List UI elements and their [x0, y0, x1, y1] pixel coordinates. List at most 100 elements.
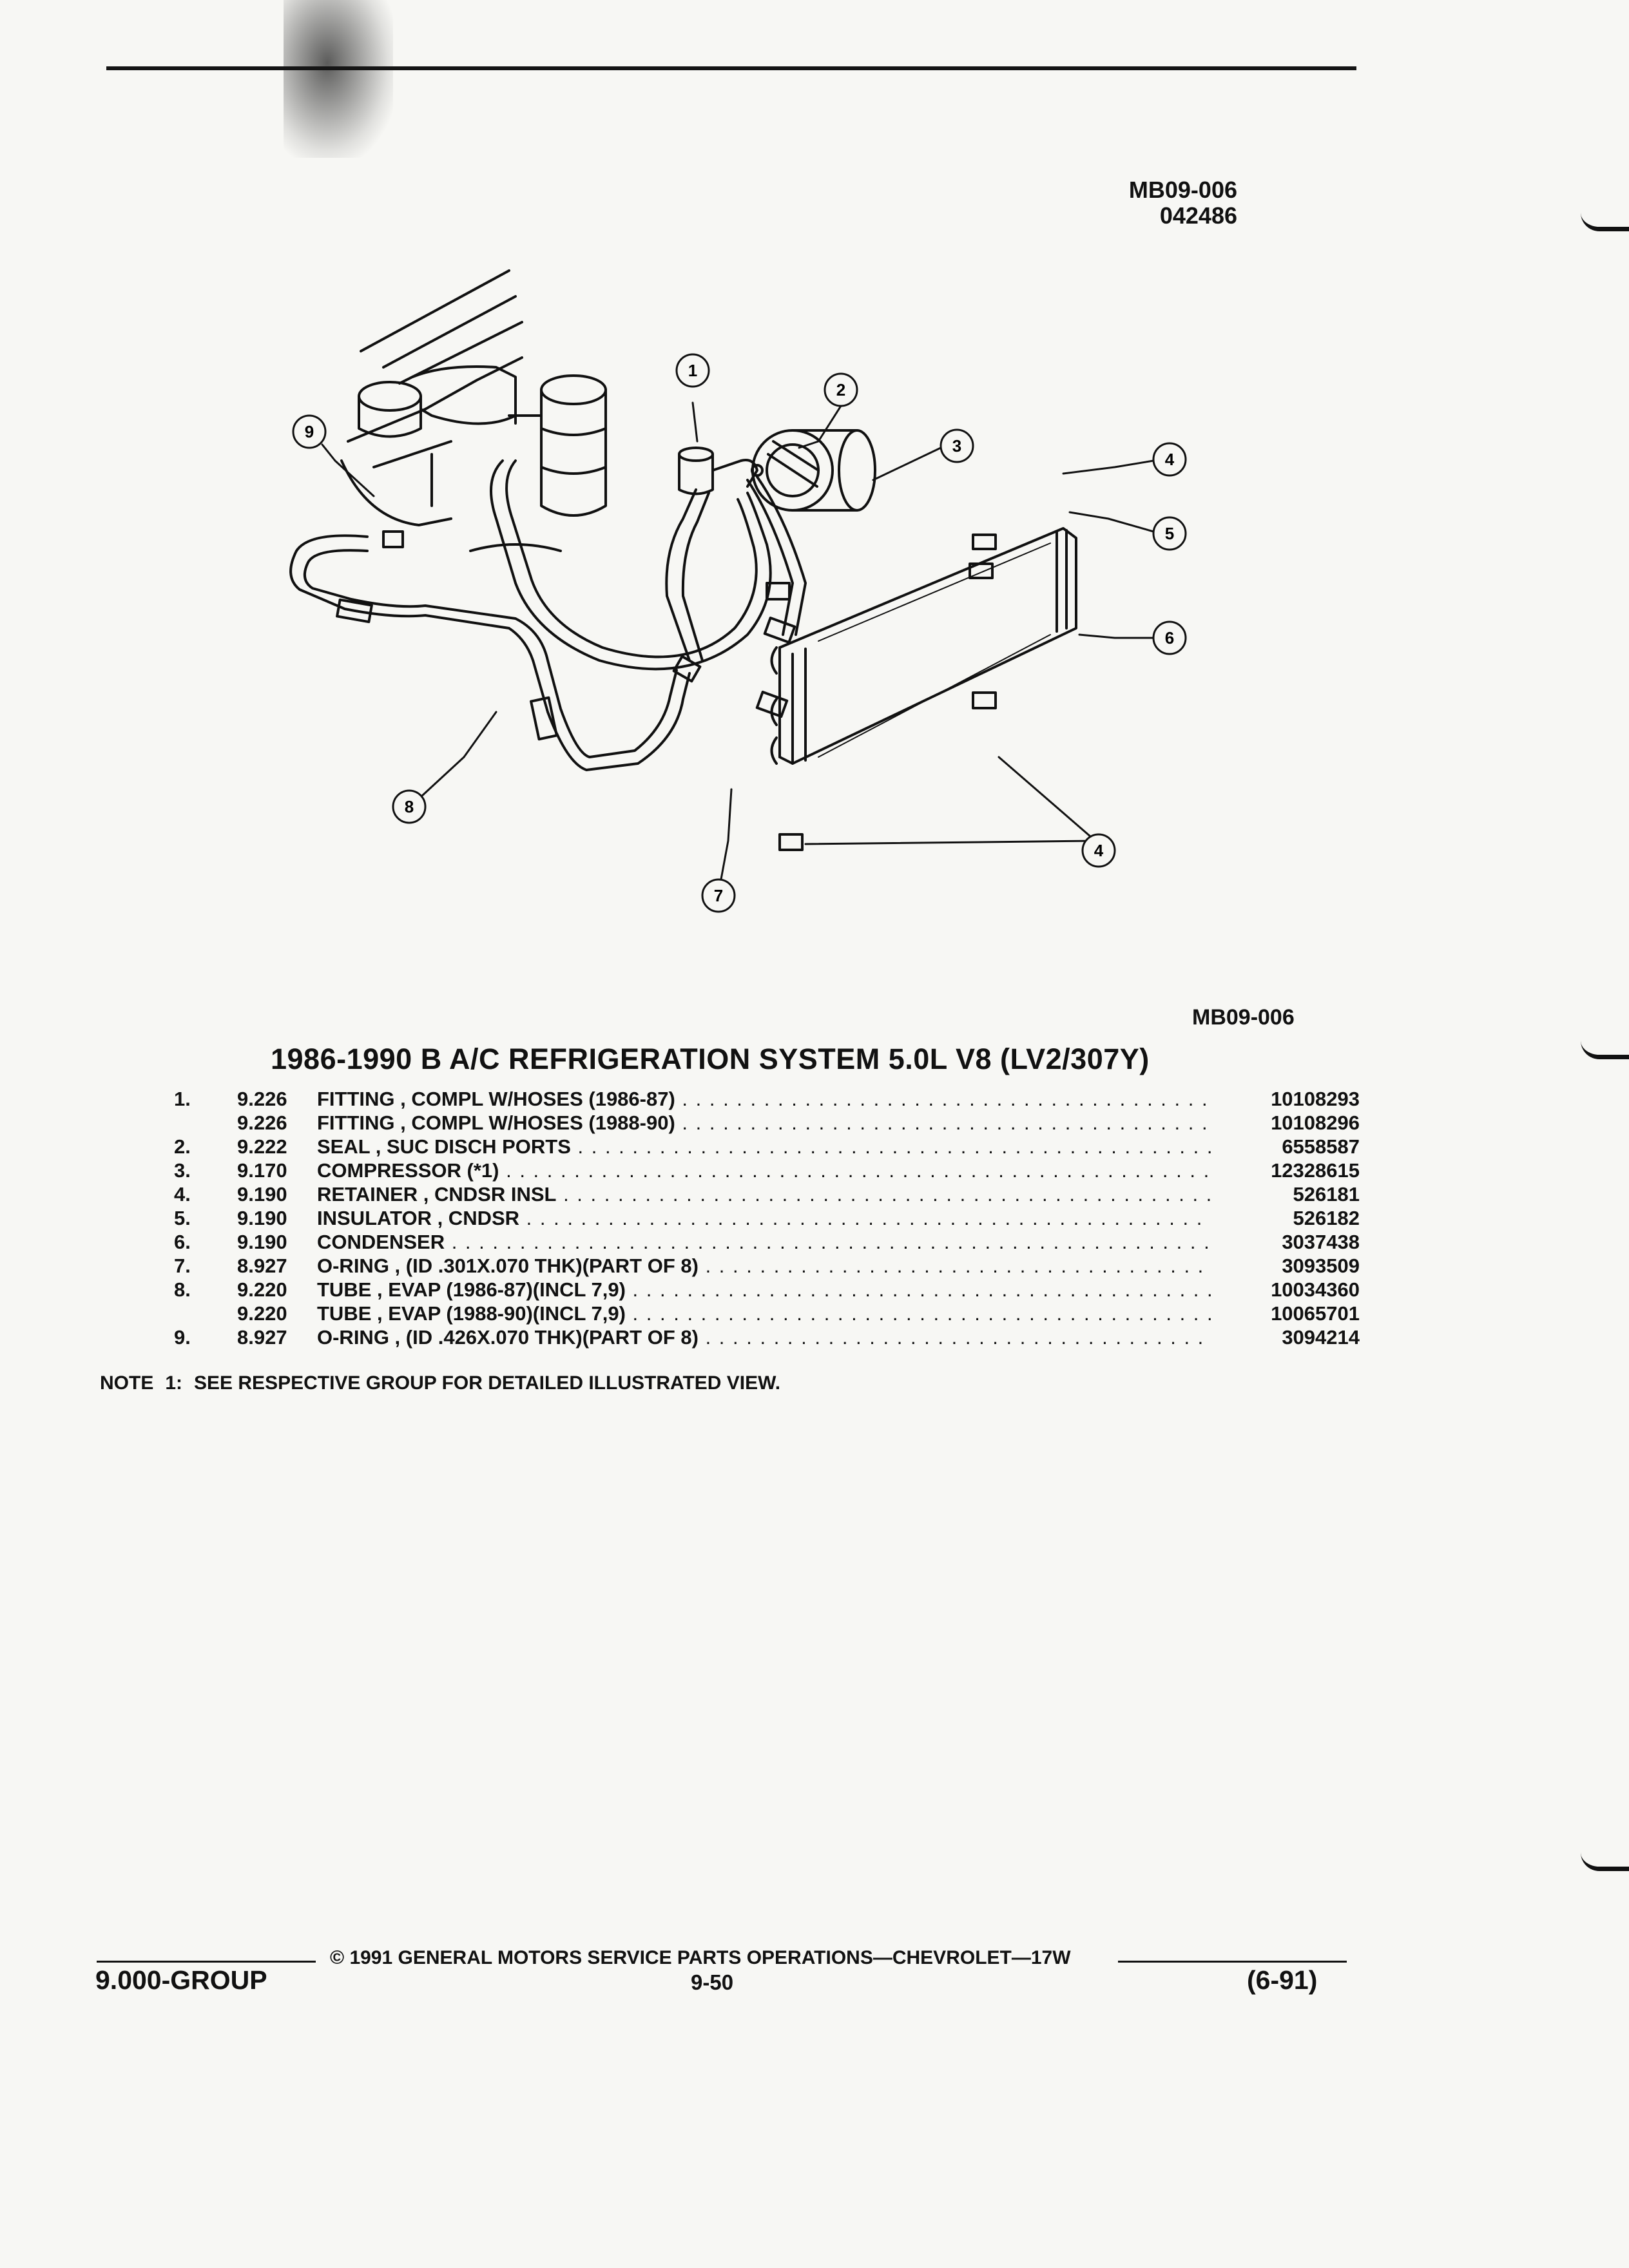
item-number: 9.: [174, 1326, 191, 1349]
binder-hole-mark: [1581, 1852, 1629, 1871]
part-description: TUBE , EVAP (1988-90)(INCL 7,9): [317, 1302, 1309, 1325]
group-number: 9.220: [237, 1302, 287, 1325]
item-number: 2.: [174, 1135, 191, 1158]
binder-hole-mark: [1581, 213, 1629, 231]
section-title: 1986-1990 B A/C REFRIGERATION SYSTEM 5.0…: [271, 1043, 1150, 1075]
part-number: 10034360: [1211, 1278, 1360, 1302]
part-description: FITTING , COMPL W/HOSES (1988-90): [317, 1111, 1309, 1135]
item-number: 1.: [174, 1088, 191, 1110]
part-description: COMPRESSOR (*1): [317, 1159, 1309, 1182]
group-number: 9.226: [237, 1111, 287, 1134]
callout-4-label: 4: [1165, 450, 1175, 469]
condenser: [766, 527, 1077, 851]
note-text: SEE RESPECTIVE GROUP FOR DETAILED ILLUST…: [194, 1372, 781, 1394]
callout-8-label: 8: [405, 797, 414, 816]
callout-4-label: 4: [1094, 841, 1104, 860]
part-number: 3037438: [1211, 1231, 1360, 1254]
callout-9: 9: [292, 414, 327, 449]
ac-system-diagram: 1 2 3 4 5 6 4 7 8 9: [289, 269, 1187, 913]
revision-date: (6-91): [1247, 1965, 1318, 1995]
callout-8: 8: [392, 789, 427, 824]
callout-3-label: 3: [952, 436, 961, 456]
callout-leaders: [321, 401, 1155, 884]
scan-smudge: [284, 0, 393, 158]
callout-6-label: 6: [1165, 628, 1174, 648]
header-code: MB09-006: [1128, 177, 1237, 203]
part-description: INSULATOR , CNDSR: [317, 1207, 1309, 1230]
list-item: 8. 9.220 TUBE , EVAP (1986-87)(INCL 7,9)…: [174, 1278, 1360, 1302]
evap-tube: [289, 530, 702, 771]
list-item: 6. 9.190 CONDENSER 3037438: [174, 1231, 1360, 1254]
part-number: 3093509: [1211, 1254, 1360, 1278]
part-number: 10108296: [1211, 1111, 1360, 1135]
list-item: 4. 9.190 RETAINER , CNDSR INSL 526181: [174, 1183, 1360, 1207]
part-description: FITTING , COMPL W/HOSES (1986-87): [317, 1088, 1309, 1111]
top-rule: [106, 66, 1356, 70]
list-item: 1. 9.226 FITTING , COMPL W/HOSES (1986-8…: [174, 1088, 1360, 1111]
footer-copyright: © 1991 GENERAL MOTORS SERVICE PARTS OPER…: [330, 1947, 1071, 1968]
engine-bay-outline: [340, 269, 562, 552]
parts-list: 1. 9.226 FITTING , COMPL W/HOSES (1986-8…: [174, 1088, 1360, 1350]
callout-3: 3: [940, 428, 974, 463]
part-number: 526182: [1211, 1207, 1360, 1230]
part-description: SEAL , SUC DISCH PORTS: [317, 1135, 1309, 1158]
callout-4-bottom: 4: [1081, 833, 1116, 868]
callout-7: 7: [701, 878, 736, 913]
part-description: O-RING , (ID .301X.070 THK)(PART OF 8): [317, 1254, 1309, 1278]
part-number: 12328615: [1211, 1159, 1360, 1182]
compressor-fitting: [665, 447, 807, 718]
footer-rule: [97, 1961, 316, 1963]
note-label: NOTE: [100, 1372, 154, 1394]
accumulator: [508, 374, 607, 517]
callout-1-label: 1: [688, 361, 697, 380]
callout-2-label: 2: [836, 380, 845, 399]
header-date-code: 042486: [1159, 202, 1237, 229]
page-number: 9-50: [691, 1970, 734, 1994]
list-item: 2. 9.222 SEAL , SUC DISCH PORTS 6558587: [174, 1135, 1360, 1159]
item-number: 5.: [174, 1207, 191, 1229]
item-number: 6.: [174, 1231, 191, 1253]
item-number: 7.: [174, 1254, 191, 1277]
item-number: 3.: [174, 1159, 191, 1182]
item-number: 8.: [174, 1278, 191, 1301]
group-number: 8.927: [237, 1326, 287, 1349]
list-item: 7. 8.927 O-RING , (ID .301X.070 THK)(PAR…: [174, 1254, 1360, 1278]
list-item: 5. 9.190 INSULATOR , CNDSR 526182: [174, 1207, 1360, 1231]
group-number: 9.222: [237, 1135, 287, 1158]
part-number: 526181: [1211, 1183, 1360, 1206]
part-description: TUBE , EVAP (1986-87)(INCL 7,9): [317, 1278, 1309, 1302]
callout-4-top: 4: [1152, 442, 1187, 477]
group-number: 9.220: [237, 1278, 287, 1301]
footer-rule: [1118, 1961, 1347, 1963]
note-number: 1:: [165, 1372, 183, 1394]
group-number: 9.190: [237, 1207, 287, 1229]
part-description: CONDENSER: [317, 1231, 1309, 1254]
callout-9-label: 9: [305, 422, 314, 441]
callout-7-label: 7: [714, 886, 723, 905]
group-number: 9.170: [237, 1159, 287, 1182]
footnote: NOTE 1: SEE RESPECTIVE GROUP FOR DETAILED …: [100, 1372, 792, 1394]
callout-1: 1: [675, 353, 710, 388]
group-number: 9.226: [237, 1088, 287, 1110]
callout-5-label: 5: [1165, 524, 1174, 543]
part-number: 6558587: [1211, 1135, 1360, 1158]
list-item: 3. 9.170 COMPRESSOR (*1) 12328615: [174, 1159, 1360, 1183]
footer-group: 9.000-GROUP: [95, 1965, 267, 1995]
callout-circles: 1 2 3 4 5 6 4 7 8 9: [292, 353, 1187, 913]
item-number: 4.: [174, 1183, 191, 1206]
part-number: 3094214: [1211, 1326, 1360, 1349]
group-number: 8.927: [237, 1254, 287, 1277]
callout-2: 2: [824, 372, 858, 407]
suction-hose: [490, 459, 772, 671]
list-item: 9.226 FITTING , COMPL W/HOSES (1988-90) …: [174, 1111, 1360, 1135]
part-number: 10108293: [1211, 1088, 1360, 1111]
reservoir-bottle: [358, 365, 517, 438]
figure-code: MB09-006: [1192, 1005, 1295, 1030]
list-item: 9. 8.927 O-RING , (ID .426X.070 THK)(PAR…: [174, 1326, 1360, 1350]
header-codes: MB09-006 042486: [1083, 177, 1237, 229]
part-description: RETAINER , CNDSR INSL: [317, 1183, 1309, 1206]
callout-5: 5: [1152, 516, 1187, 551]
part-description: O-RING , (ID .426X.070 THK)(PART OF 8): [317, 1326, 1309, 1349]
group-number: 9.190: [237, 1231, 287, 1253]
group-number: 9.190: [237, 1183, 287, 1206]
